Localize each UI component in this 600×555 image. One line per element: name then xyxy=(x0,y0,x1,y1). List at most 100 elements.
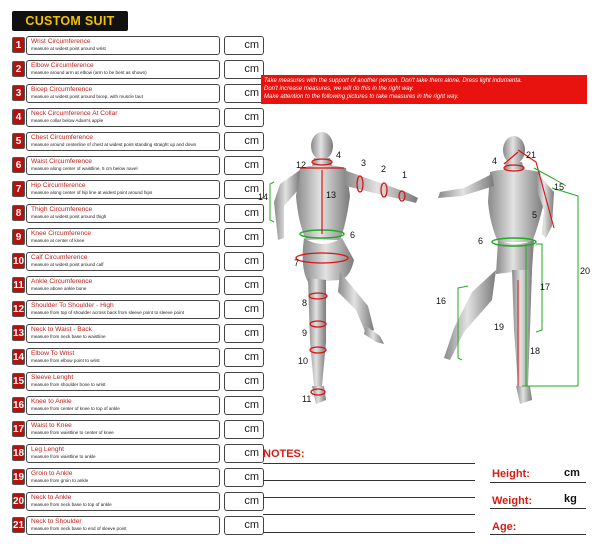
measurement-cm-field[interactable]: cm xyxy=(224,444,264,463)
row-number-badge: 14 xyxy=(12,349,25,365)
notes-label: NOTES: xyxy=(263,448,305,460)
measurement-title: Leg Lenght xyxy=(31,446,65,453)
front-number: 21 xyxy=(526,150,536,160)
notes-line[interactable] xyxy=(263,463,475,464)
measurement-cm-field[interactable]: cm xyxy=(224,420,264,439)
measurement-hint: measure at widest point around thigh xyxy=(31,213,107,219)
measurement-hint: measure from center of knee to top of an… xyxy=(31,405,120,411)
measurement-cm-field[interactable]: cm xyxy=(224,156,264,175)
front-number: 18 xyxy=(530,346,540,356)
measurement-hint: measure at widest point around wrist xyxy=(31,45,106,51)
measurement-cm-field[interactable]: cm xyxy=(224,36,264,55)
measurement-cm-field[interactable]: cm xyxy=(224,108,264,127)
measurement-hint: measure from neck base to top of ankle xyxy=(31,501,112,507)
row-number-badge: 12 xyxy=(12,301,25,317)
measurement-title: Wrist Circumference xyxy=(31,38,91,45)
measurement-hint: measure from waistline to center of knee xyxy=(31,429,114,435)
measurement-cm-field[interactable]: cm xyxy=(224,204,264,223)
height-unit: cm xyxy=(564,467,580,479)
age-label: Age: xyxy=(492,521,517,533)
measurement-cm-field[interactable]: cm xyxy=(224,132,264,151)
front-number: 20 xyxy=(580,266,590,276)
row-number-badge: 5 xyxy=(12,133,25,149)
measurement-hint: measure collar below Adam's apple xyxy=(31,117,104,123)
measurement-cm-field[interactable]: cm xyxy=(224,324,264,343)
row-number-badge: 1 xyxy=(12,37,25,53)
row-number-badge: 8 xyxy=(12,205,25,221)
measurement-hint: measure from waistline to ankle xyxy=(31,453,96,459)
row-number-badge: 10 xyxy=(12,253,25,269)
notes-line[interactable] xyxy=(263,480,475,481)
measurement-cm-field[interactable]: cm xyxy=(224,396,264,415)
measurement-cm-field[interactable]: cm xyxy=(224,468,264,487)
measurement-hint: measure from groin to ankle xyxy=(31,477,89,483)
row-number-badge: 13 xyxy=(12,325,25,341)
measurement-title: Neck to Shoulder xyxy=(31,518,82,525)
measurement-cm-field[interactable]: cm xyxy=(224,252,264,271)
row-number-badge: 4 xyxy=(12,109,25,125)
row-number-badge: 2 xyxy=(12,61,25,77)
row-number-badge: 20 xyxy=(12,493,25,509)
measurement-cm-field[interactable]: cm xyxy=(224,516,264,535)
measurement-cm-field[interactable]: cm xyxy=(224,372,264,391)
back-number: 11 xyxy=(302,394,311,404)
front-number: 17 xyxy=(540,282,550,292)
measurement-hint: measure from shoulder bone to wrist xyxy=(31,381,106,387)
measurement-cm-field[interactable]: cm xyxy=(224,300,264,319)
measurement-title: Elbow Circumference xyxy=(31,62,94,69)
back-number: 2 xyxy=(381,164,386,174)
measurement-hint: measure from neck base to end of sleeve … xyxy=(31,525,127,531)
measurement-hint: measure around centerline of chest at wi… xyxy=(31,141,197,147)
back-number: 7 xyxy=(294,258,299,268)
back-number: 3 xyxy=(361,158,366,168)
measurement-title: Knee Circumference xyxy=(31,230,92,237)
measurement-cm-field[interactable]: cm xyxy=(224,228,264,247)
row-number-badge: 21 xyxy=(12,517,25,533)
row-number-badge: 19 xyxy=(12,469,25,485)
measurement-title: Elbow To Wrist xyxy=(31,350,75,357)
row-number-badge: 11 xyxy=(12,277,25,293)
notes-line[interactable] xyxy=(263,497,475,498)
height-label: Height: xyxy=(492,468,530,480)
measurement-cm-field[interactable]: cm xyxy=(224,180,264,199)
measurement-title: Neck to Waist - Back xyxy=(31,326,92,333)
measurement-cm-field[interactable]: cm xyxy=(224,348,264,367)
notes-line[interactable] xyxy=(263,514,475,515)
measurement-title: Shoulder To Shoulder - High xyxy=(31,302,114,309)
row-number-badge: 17 xyxy=(12,421,25,437)
front-number: 6 xyxy=(478,236,483,246)
measurement-title: Hip Circumference xyxy=(31,182,86,189)
age-field[interactable] xyxy=(490,534,586,535)
measurement-cm-field[interactable]: cm xyxy=(224,60,264,79)
measurement-cm-field[interactable]: cm xyxy=(224,492,264,511)
measurement-title: Groin to Ankle xyxy=(31,470,73,477)
measurement-cm-field[interactable]: cm xyxy=(224,84,264,103)
body-figures: 12 4 3 2 1 14 13 6 7 8 9 10 11 xyxy=(256,110,592,440)
back-number: 12 xyxy=(296,160,306,170)
measurement-hint: measure at widest point around calf xyxy=(31,261,104,267)
weight-field[interactable] xyxy=(490,508,586,509)
instruction-line: Make attention to the following pictures… xyxy=(264,94,459,100)
row-number-badge: 16 xyxy=(12,397,25,413)
notes-line[interactable] xyxy=(263,532,475,533)
height-field[interactable] xyxy=(490,482,586,483)
measurement-cm-field[interactable]: cm xyxy=(224,276,264,295)
row-number-badge: 3 xyxy=(12,85,25,101)
